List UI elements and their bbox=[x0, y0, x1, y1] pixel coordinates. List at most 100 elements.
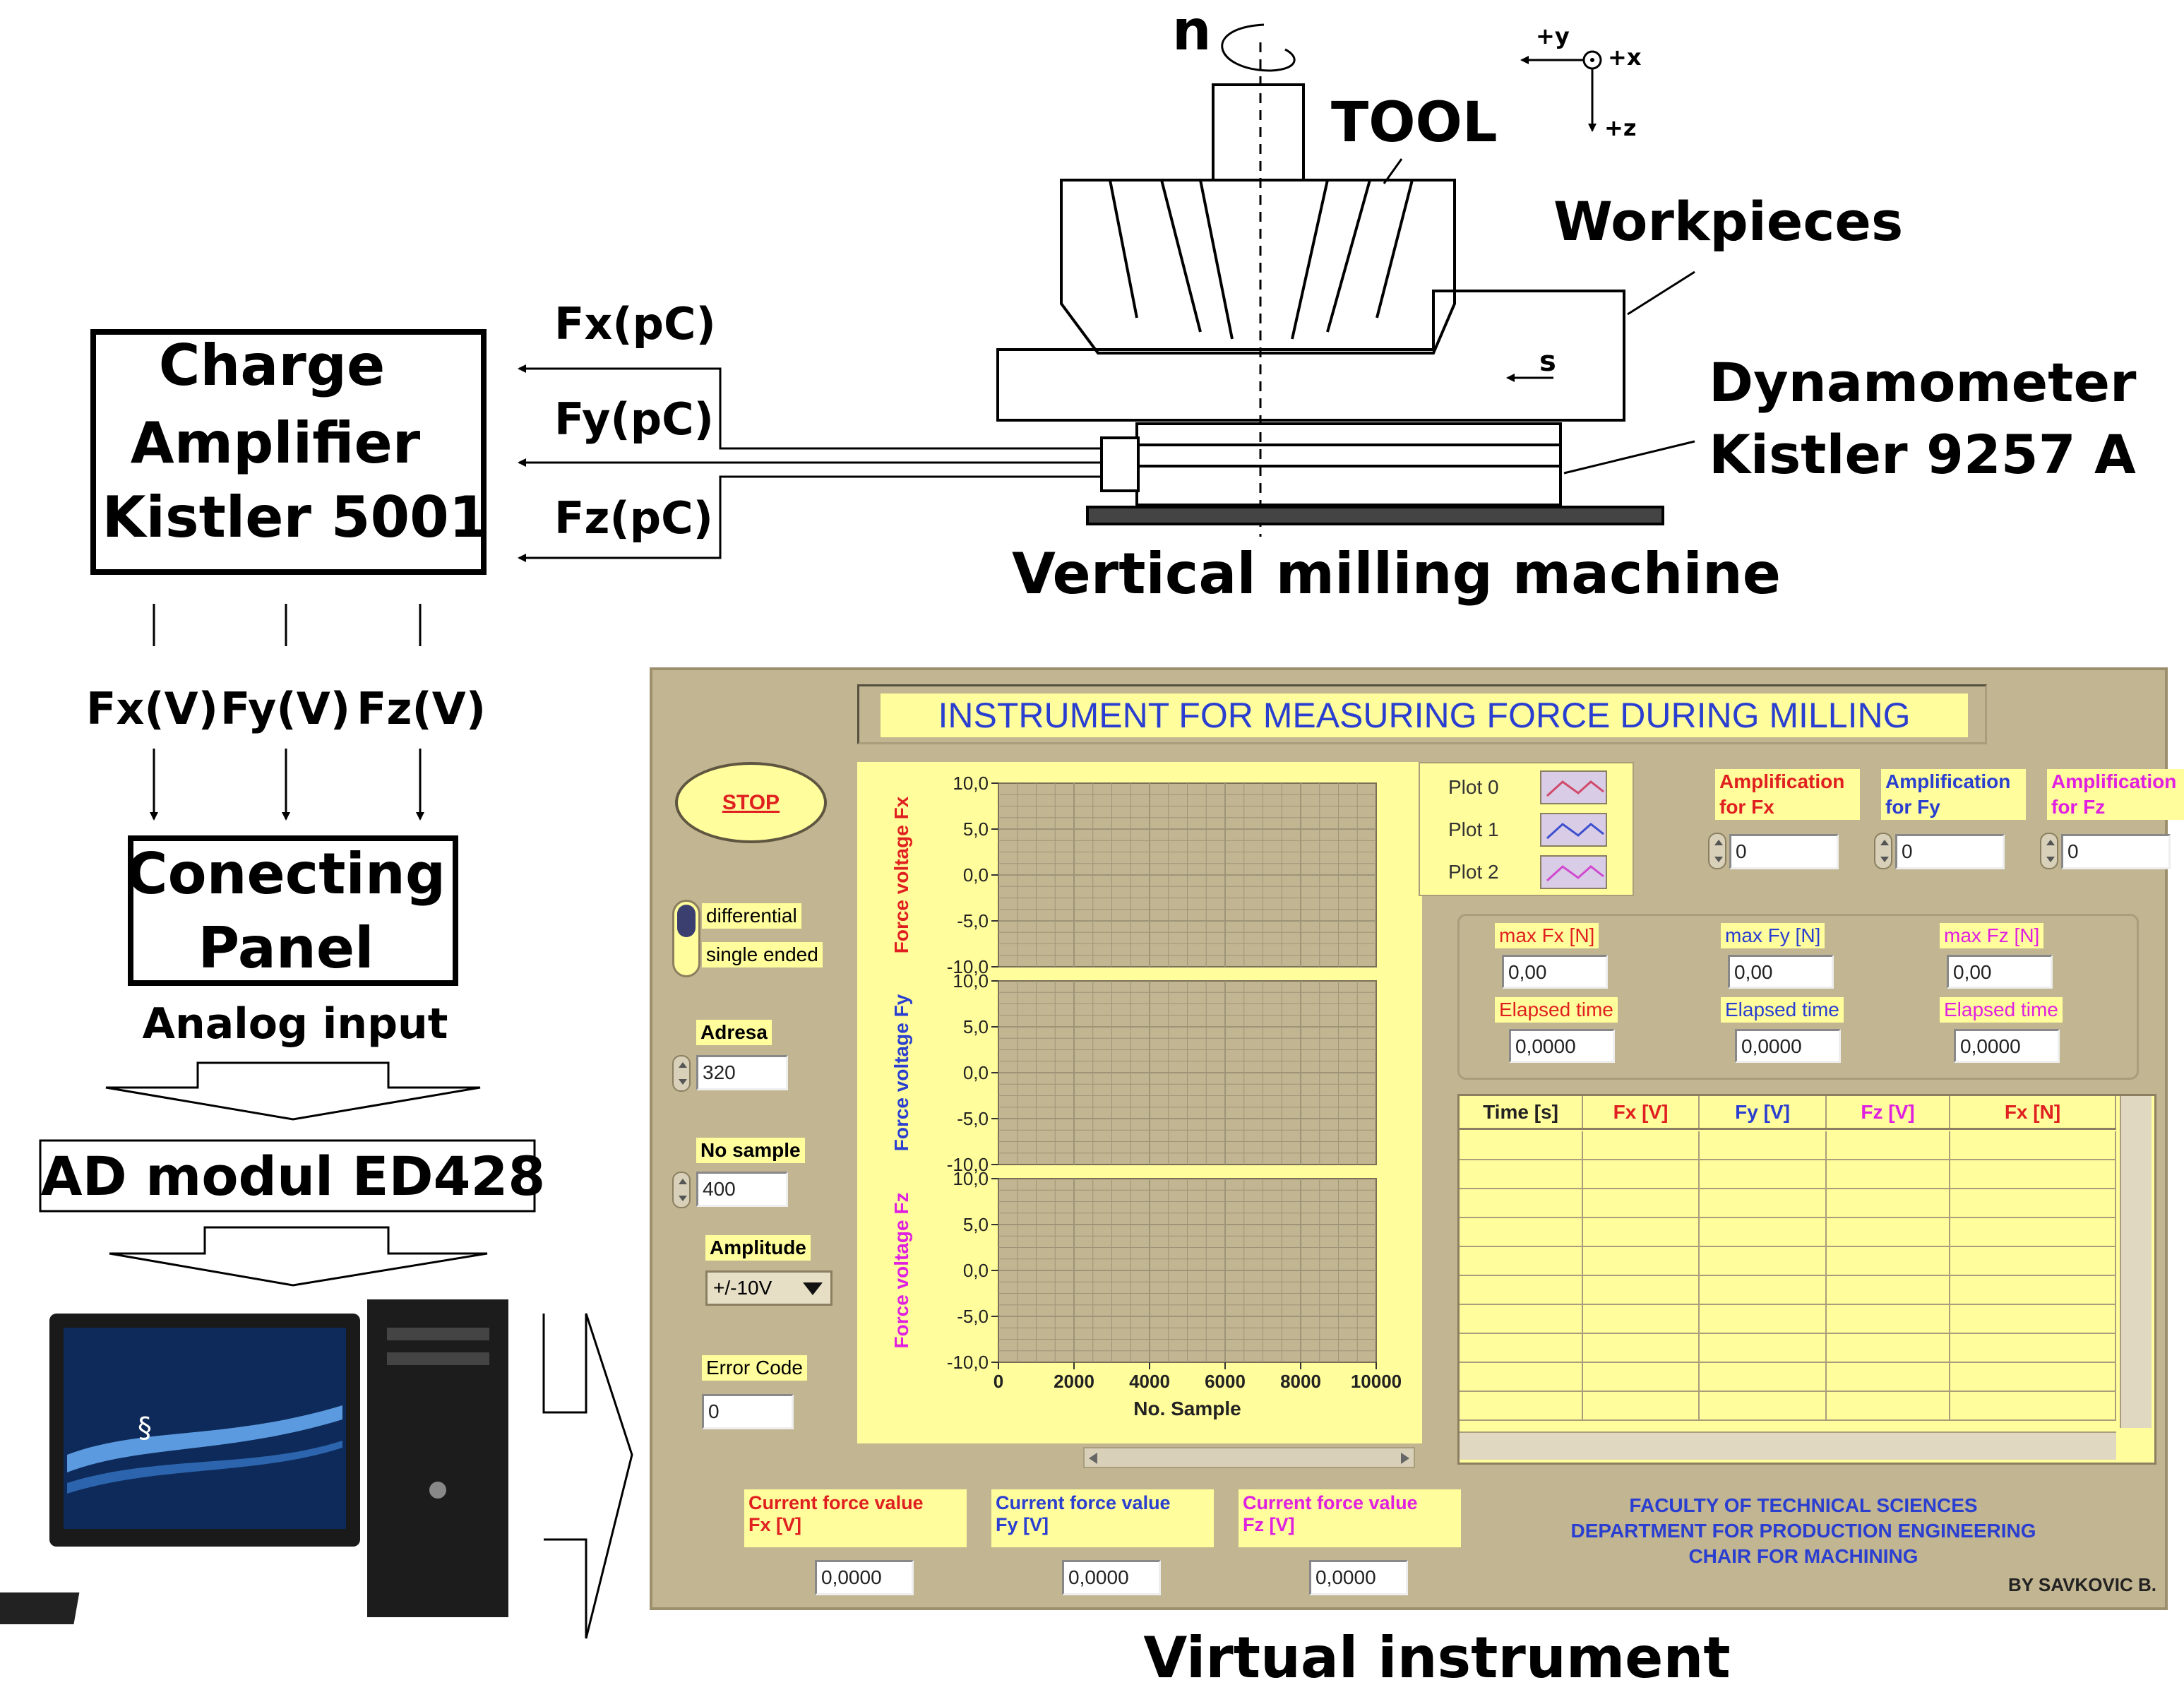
table-horizontal-scrollbar[interactable] bbox=[1460, 1431, 2116, 1460]
vi-title: INSTRUMENT FOR MEASURING FORCE DURING MI… bbox=[881, 693, 1968, 737]
table-cell[interactable] bbox=[1700, 1392, 1827, 1421]
table-row[interactable] bbox=[1460, 1160, 2116, 1189]
table-cell[interactable] bbox=[1950, 1218, 2116, 1247]
adresa-field[interactable]: 320 bbox=[696, 1055, 788, 1090]
table-cell[interactable] bbox=[1583, 1334, 1700, 1363]
scroll-left-icon[interactable] bbox=[1089, 1453, 1097, 1464]
y-tick-label: 5,0 bbox=[963, 1016, 989, 1037]
elapsed-time-field: 0,0000 bbox=[1735, 1029, 1841, 1063]
table-cell[interactable] bbox=[1950, 1334, 2116, 1363]
table-cell[interactable] bbox=[1583, 1247, 1700, 1276]
table-cell[interactable] bbox=[1460, 1392, 1583, 1421]
table-cell[interactable] bbox=[1583, 1189, 1700, 1218]
table-header: Time [s]Fx [V]Fy [V]Fz [V]Fx [N] bbox=[1460, 1096, 2116, 1130]
table-cell[interactable] bbox=[1950, 1363, 2116, 1392]
table-cell[interactable] bbox=[1700, 1218, 1827, 1247]
spindle bbox=[1212, 83, 1305, 181]
table-cell[interactable] bbox=[1583, 1392, 1700, 1421]
table-cell[interactable] bbox=[1460, 1160, 1583, 1189]
table-cell[interactable] bbox=[1827, 1305, 1950, 1334]
table-cell[interactable] bbox=[1827, 1160, 1950, 1189]
mode-toggle[interactable] bbox=[672, 900, 700, 977]
charge-amplifier-line3: Kistler 5001 bbox=[102, 484, 489, 550]
table-cell[interactable] bbox=[1460, 1334, 1583, 1363]
amplification-field[interactable]: 0 bbox=[1895, 834, 2005, 869]
table-cell[interactable] bbox=[1700, 1334, 1827, 1363]
table-cell[interactable] bbox=[1827, 1131, 1950, 1160]
table-vertical-scrollbar[interactable] bbox=[2120, 1096, 2152, 1428]
adresa-stepper[interactable] bbox=[672, 1055, 691, 1092]
mode-option-differential[interactable]: differential bbox=[702, 903, 801, 929]
stop-button[interactable]: STOP bbox=[675, 762, 827, 843]
table-cell[interactable] bbox=[1950, 1305, 2116, 1334]
table-cell[interactable] bbox=[1583, 1363, 1700, 1392]
table-cell[interactable] bbox=[1950, 1247, 2116, 1276]
table-cell[interactable] bbox=[1460, 1247, 1583, 1276]
elapsed-time-label: Elapsed time bbox=[1495, 997, 1618, 1023]
table-row[interactable] bbox=[1460, 1189, 2116, 1218]
table-column-header[interactable]: Fy [V] bbox=[1700, 1096, 1827, 1128]
table-cell[interactable] bbox=[1700, 1305, 1827, 1334]
tool-label: TOOL bbox=[1331, 91, 1498, 155]
table-cell[interactable] bbox=[1827, 1189, 1950, 1218]
table-cell[interactable] bbox=[1700, 1160, 1827, 1189]
footer-author: BY SAVKOVIC B. bbox=[2008, 1574, 2156, 1595]
charge-amplifier-line2: Amplifier bbox=[131, 410, 421, 476]
table-cell[interactable] bbox=[1583, 1305, 1700, 1334]
table-row[interactable] bbox=[1460, 1305, 2116, 1334]
table-cell[interactable] bbox=[1950, 1160, 2116, 1189]
table-row[interactable] bbox=[1460, 1334, 2116, 1363]
table-column-header[interactable]: Fz [V] bbox=[1827, 1096, 1950, 1128]
table-cell[interactable] bbox=[1460, 1276, 1583, 1305]
amplitude-select[interactable]: +/-10V bbox=[705, 1270, 833, 1306]
amplification-stepper[interactable] bbox=[1874, 833, 1892, 869]
table-cell[interactable] bbox=[1460, 1363, 1583, 1392]
amplification-stepper[interactable] bbox=[1708, 833, 1726, 869]
table-cell[interactable] bbox=[1827, 1392, 1950, 1421]
table-cell[interactable] bbox=[1460, 1131, 1583, 1160]
no-sample-stepper[interactable] bbox=[672, 1172, 691, 1208]
table-cell[interactable] bbox=[1583, 1160, 1700, 1189]
table-cell[interactable] bbox=[1583, 1131, 1700, 1160]
table-cell[interactable] bbox=[1460, 1305, 1583, 1334]
table-row[interactable] bbox=[1460, 1131, 2116, 1160]
table-cell[interactable] bbox=[1460, 1189, 1583, 1218]
table-cell[interactable] bbox=[1583, 1218, 1700, 1247]
table-column-header[interactable]: Fx [V] bbox=[1583, 1096, 1700, 1128]
table-cell[interactable] bbox=[1700, 1189, 1827, 1218]
table-row[interactable] bbox=[1460, 1276, 2116, 1305]
table-cell[interactable] bbox=[1700, 1131, 1827, 1160]
table-cell[interactable] bbox=[1583, 1276, 1700, 1305]
table-cell[interactable] bbox=[1460, 1218, 1583, 1247]
table-cell[interactable] bbox=[1827, 1363, 1950, 1392]
table-cell[interactable] bbox=[1700, 1247, 1827, 1276]
table-row[interactable] bbox=[1460, 1218, 2116, 1247]
table-cell[interactable] bbox=[1700, 1276, 1827, 1305]
table-cell[interactable] bbox=[1827, 1218, 1950, 1247]
scroll-right-icon[interactable] bbox=[1401, 1453, 1409, 1464]
mode-option-single-ended[interactable]: single ended bbox=[702, 942, 823, 967]
no-sample-field[interactable]: 400 bbox=[696, 1172, 788, 1207]
table-column-header[interactable]: Time [s] bbox=[1460, 1096, 1583, 1128]
table-cell[interactable] bbox=[1950, 1276, 2116, 1305]
table-row[interactable] bbox=[1460, 1247, 2116, 1276]
chart-scrollbar[interactable] bbox=[1083, 1447, 1415, 1468]
table-column-header[interactable]: Fx [N] bbox=[1950, 1096, 2116, 1128]
table-cell[interactable] bbox=[1827, 1334, 1950, 1363]
table-row[interactable] bbox=[1460, 1363, 2116, 1392]
table-cell[interactable] bbox=[1827, 1276, 1950, 1305]
amplification-field[interactable]: 0 bbox=[2061, 834, 2171, 869]
legend-line bbox=[1546, 823, 1604, 840]
amplification-stepper[interactable] bbox=[2040, 833, 2058, 869]
table-cell[interactable] bbox=[1950, 1392, 2116, 1421]
legend-swatch bbox=[1540, 770, 1607, 804]
monitor-logo-icon: § bbox=[138, 1412, 152, 1444]
vertical-milling-machine bbox=[996, 23, 1695, 537]
amplification-field[interactable]: 0 bbox=[1729, 834, 1839, 869]
table-cell[interactable] bbox=[1950, 1131, 2116, 1160]
table-cell[interactable] bbox=[1700, 1363, 1827, 1392]
table-cell[interactable] bbox=[1827, 1247, 1950, 1276]
table-row[interactable] bbox=[1460, 1392, 2116, 1421]
table-cell[interactable] bbox=[1950, 1189, 2116, 1218]
